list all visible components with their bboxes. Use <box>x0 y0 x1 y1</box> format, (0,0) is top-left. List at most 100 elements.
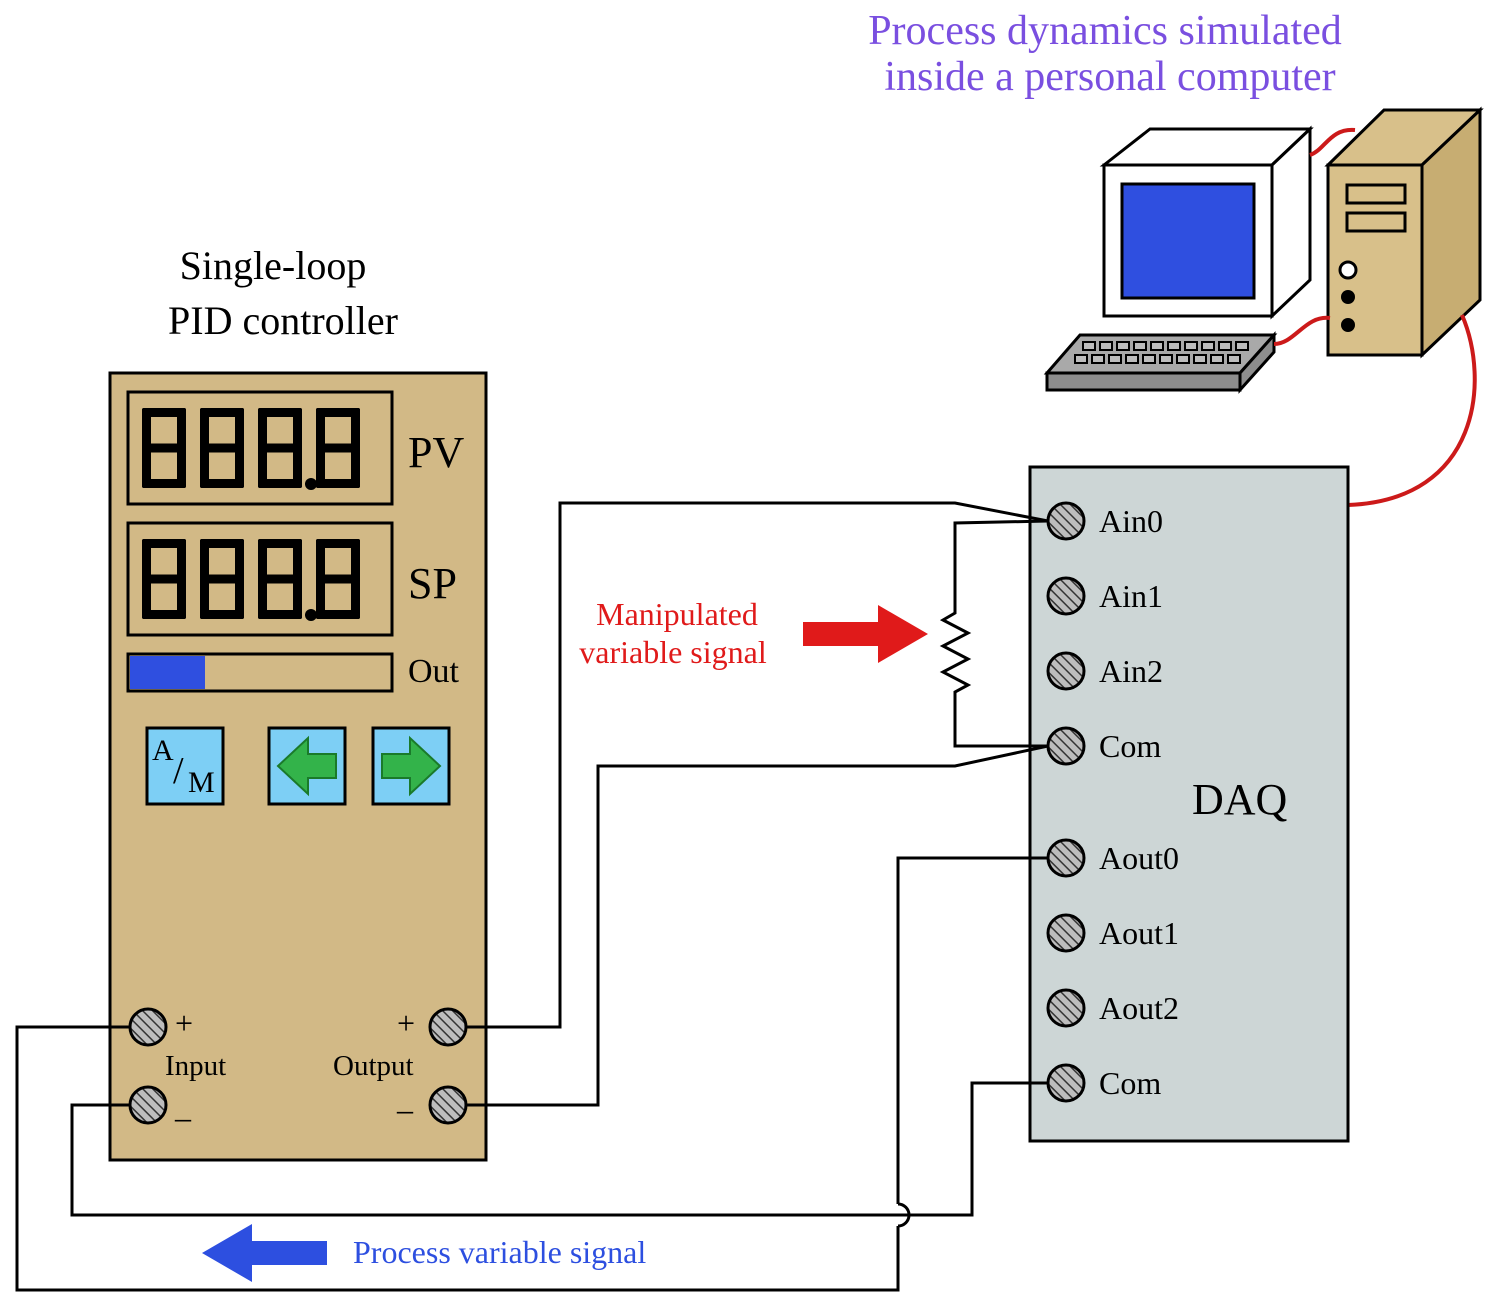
digit-segment <box>316 408 360 417</box>
digit-segment <box>293 539 302 584</box>
digit-segment <box>258 479 302 488</box>
digit-segment <box>200 479 244 488</box>
daq-terminal-screw[interactable] <box>1046 913 1086 953</box>
daq-label: DAQ <box>1192 775 1288 824</box>
digit-segment <box>293 408 302 453</box>
input-minus-terminal[interactable] <box>128 1085 168 1125</box>
key-icon <box>1235 341 1249 351</box>
daq-terminal-label: Ain0 <box>1099 503 1163 539</box>
decimal-point <box>305 609 317 621</box>
controller-title: Single-loop PID controller <box>168 243 398 343</box>
digit-segment <box>142 408 186 417</box>
key-icon <box>1218 341 1232 351</box>
digit-segment <box>235 408 244 453</box>
key-icon <box>1082 341 1096 351</box>
digit-segment <box>142 539 186 548</box>
mv-signal-line2: variable signal <box>579 634 767 670</box>
digit-segment <box>258 539 267 584</box>
digit-segment <box>200 574 244 584</box>
wire-com-input-minus <box>70 1081 1048 1217</box>
digit-segment <box>316 539 360 548</box>
red-right-arrow-icon <box>803 605 928 663</box>
increase-button[interactable] <box>371 726 451 806</box>
digit-segment <box>316 408 325 453</box>
pv-display-digits <box>142 408 360 490</box>
daq-terminal-label: Aout1 <box>1099 915 1179 951</box>
resistor-icon <box>939 519 1049 748</box>
digit-segment <box>142 574 186 584</box>
digit-segment <box>258 574 302 584</box>
digit-segment <box>258 443 302 453</box>
digit-segment <box>258 539 302 548</box>
digit-segment <box>258 408 302 417</box>
drive-bay-icon <box>1345 183 1407 205</box>
input-plus-sign: + <box>175 1005 193 1041</box>
digit-segment <box>177 408 186 453</box>
daq-terminal-screw[interactable] <box>1046 726 1086 766</box>
pc-caption-line1: Process dynamics simulated <box>868 8 1342 54</box>
daq-terminal-label: Aout2 <box>1099 990 1179 1026</box>
power-button-icon <box>1338 260 1358 280</box>
key-icon <box>1159 354 1173 364</box>
key-icon <box>1116 341 1130 351</box>
digit-segment <box>177 574 186 619</box>
auto-manual-button[interactable]: A / M <box>145 726 225 806</box>
manipulated-variable-annotation: Manipulated variable signal <box>579 596 928 670</box>
digit-segment <box>200 539 244 548</box>
daq-terminal-screw[interactable] <box>1046 1063 1086 1103</box>
digit-segment <box>200 408 209 453</box>
wire-aout0-input-plus-b <box>15 1025 900 1292</box>
daq-terminal-label: Aout0 <box>1099 840 1179 876</box>
key-icon <box>1091 354 1105 364</box>
process-variable-annotation: Process variable signal <box>202 1224 646 1282</box>
key-icon <box>1133 341 1147 351</box>
output-minus-sign: – <box>396 1091 414 1127</box>
digit-segment <box>200 610 244 619</box>
digit-segment <box>177 443 186 488</box>
daq-terminal-screw[interactable] <box>1046 576 1086 616</box>
mv-signal-line1: Manipulated <box>596 596 758 632</box>
daq-terminal-screw[interactable] <box>1046 838 1086 878</box>
right-arrow-icon <box>381 735 442 797</box>
daq-terminal-screw[interactable] <box>1046 501 1086 541</box>
digit-segment <box>142 408 151 453</box>
digit-segment <box>235 574 244 619</box>
output-plus-sign: + <box>397 1005 415 1041</box>
digit-segment <box>316 479 360 488</box>
input-plus-terminal[interactable] <box>128 1007 168 1047</box>
digit-segment <box>142 479 186 488</box>
digit-segment <box>316 539 325 584</box>
drive-bay-icon <box>1345 211 1407 233</box>
output-minus-terminal[interactable] <box>428 1085 468 1125</box>
digit-segment <box>235 443 244 488</box>
decrease-button[interactable] <box>267 726 347 806</box>
key-icon <box>1108 354 1122 364</box>
pv-label: PV <box>408 428 464 477</box>
key-icon <box>1184 341 1198 351</box>
digit-segment <box>200 574 209 619</box>
personal-computer-icon <box>1043 106 1484 507</box>
digit-segment <box>316 574 360 584</box>
digit-segment <box>258 408 267 453</box>
digit-segment <box>142 539 151 584</box>
controller-title-line2: PID controller <box>168 298 398 343</box>
indicator-led-icon <box>1341 290 1355 304</box>
pc-caption: Process dynamics simulated inside a pers… <box>868 8 1342 100</box>
indicator-led-icon <box>1341 318 1355 332</box>
digit-segment <box>200 408 244 417</box>
am-button-slash: / <box>173 750 184 792</box>
output-plus-terminal[interactable] <box>428 1007 468 1047</box>
pc-caption-line2: inside a personal computer <box>884 54 1335 100</box>
key-icon <box>1193 354 1207 364</box>
digit-segment <box>316 443 360 453</box>
daq-terminal-screw[interactable] <box>1046 988 1086 1028</box>
digit-segment <box>316 443 325 488</box>
wire-output-plus-ain0 <box>466 501 1049 1029</box>
sp-label: SP <box>408 559 457 608</box>
daq-terminal-screw[interactable] <box>1046 651 1086 691</box>
digit-segment <box>293 443 302 488</box>
digit-segment <box>235 539 244 584</box>
key-icon <box>1210 354 1224 364</box>
